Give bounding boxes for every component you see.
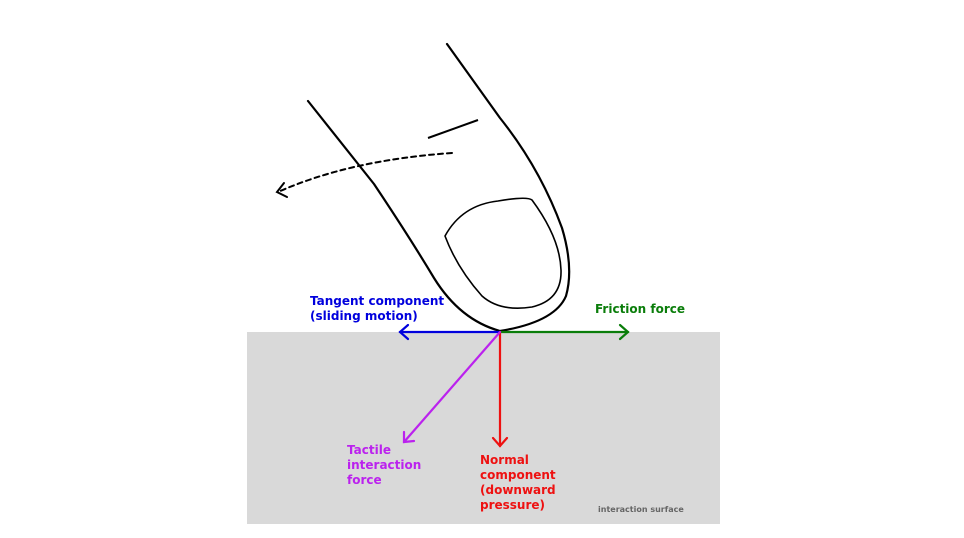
wrinkle-line [427,119,479,139]
friction-arrow [498,323,630,341]
tactile-arrow [402,330,502,444]
interaction-surface [247,332,720,524]
tangent-label: Tangent component (sliding motion) [310,294,445,323]
tactile-label: Tactile interaction force [347,443,422,487]
normal-arrow [491,330,509,448]
dashed-curved-arrow-icon [275,152,453,198]
normal-label: Normal component (downward pressure) [480,453,556,512]
finger-outline-icon [306,42,571,333]
friction-label: Friction force [595,302,686,316]
surface-label: interaction surface [598,505,684,514]
fingernail-icon [444,197,562,309]
tangent-arrow [398,323,502,341]
